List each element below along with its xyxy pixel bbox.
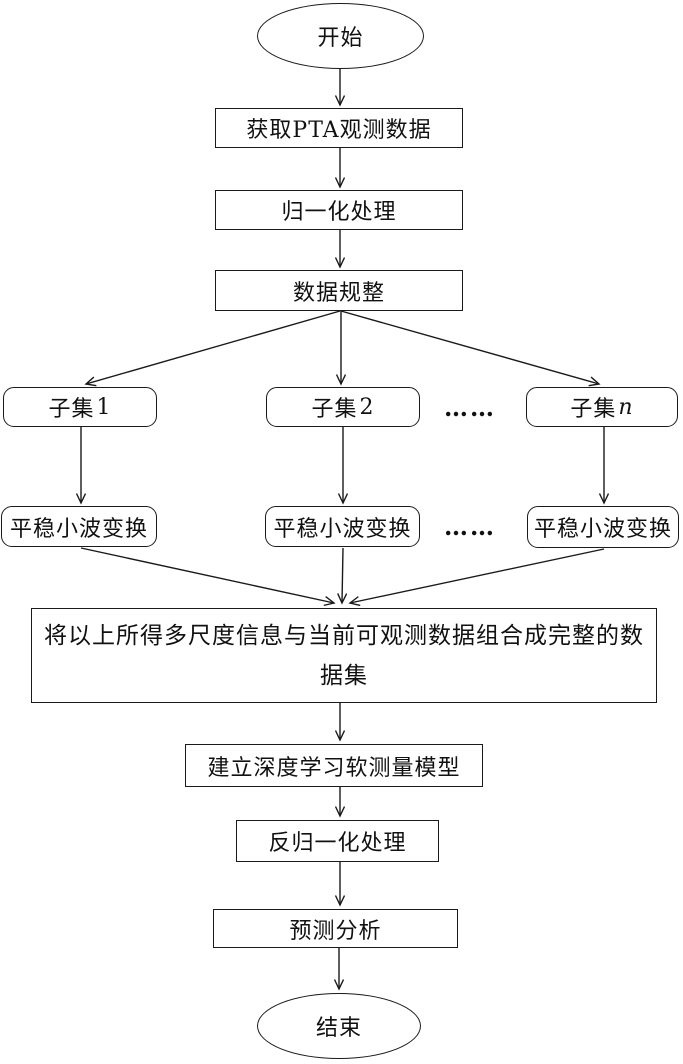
arrow-swt-n-to-combine: [350, 548, 605, 603]
step-denormalization: 反归一化处理: [236, 820, 439, 862]
step-normalization: 归一化处理: [215, 190, 463, 230]
swt-2: 平稳小波变换: [265, 506, 420, 547]
subset-n-index: n: [618, 394, 634, 420]
ellipsis-swt: ……: [436, 511, 504, 541]
arrow-swt-2-to-combine: [342, 547, 343, 603]
end-terminator: 结束: [257, 993, 421, 1059]
step-prediction-analysis: 预测分析: [213, 909, 458, 948]
subset-2-index: 2: [359, 394, 375, 420]
subset-n-label: 子集: [570, 397, 617, 422]
step-acquire-pta-data: 获取PTA观测数据: [215, 108, 463, 148]
start-terminator: 开始: [257, 3, 424, 69]
swt-1: 平稳小波变换: [1, 506, 157, 547]
step-data-regularization: 数据规整: [215, 270, 463, 311]
arrow-regularize-to-subset-1: [86, 310, 341, 384]
subset-1-index: 1: [96, 394, 112, 420]
arrow-swt-1-to-combine: [80, 547, 334, 603]
arrow-regularize-to-subset-n: [340, 310, 599, 384]
ellipsis-subsets: ……: [436, 392, 504, 422]
step-build-deep-learning-model: 建立深度学习软测量模型: [185, 744, 483, 787]
step-combine-dataset: 将以上所得多尺度信息与当前可观测数据组合成完整的数据集: [31, 608, 657, 703]
subset-1-label: 子集: [48, 397, 95, 422]
swt-n: 平稳小波变换: [527, 506, 679, 548]
subset-2-label: 子集: [311, 397, 358, 422]
